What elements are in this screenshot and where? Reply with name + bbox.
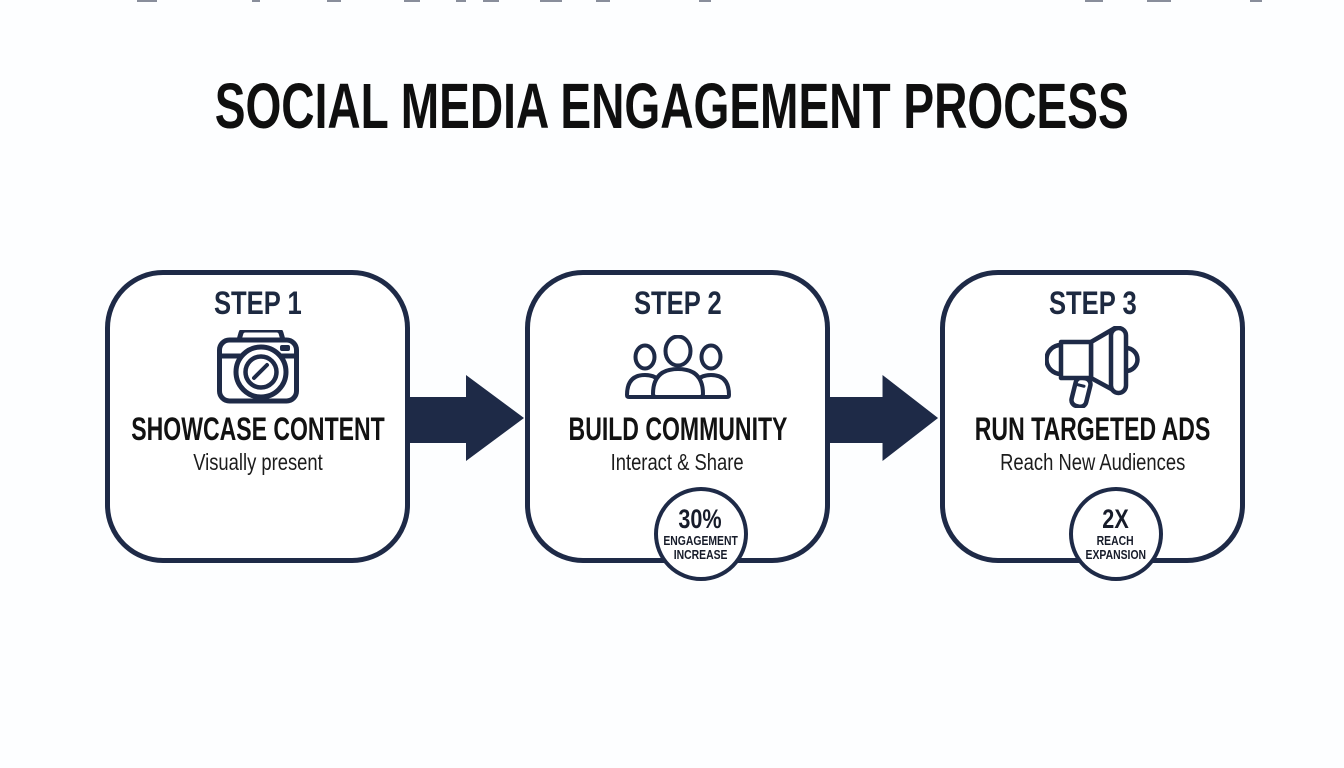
camera-icon [216, 323, 299, 411]
badge-line: REACH [1096, 532, 1134, 548]
badge-value: 2X [1102, 504, 1129, 535]
step-3-subheading: Reach New Audiences [999, 448, 1186, 475]
badge-line: INCREASE [673, 547, 728, 563]
engagement-metric-badge: 30% ENGAGEMENT INCREASE [653, 487, 748, 581]
step-1-label: STEP 1 [213, 285, 302, 321]
arrow-right-icon [408, 375, 524, 461]
page-title: SOCIAL MEDIA ENGAGEMENT PROCESS [214, 70, 1130, 142]
step-card-1: STEP 1 SHOWCASE CONTENT Visually present [105, 270, 410, 563]
step-card-2: STEP 2 BUILD COMMUNITY Interact & Share … [525, 270, 830, 581]
step-3-heading: RUN TARGETED ADS [974, 410, 1211, 447]
step-3-label: STEP 3 [1048, 285, 1137, 321]
badge-line: ENGAGEMENT [663, 532, 738, 548]
megaphone-icon [1045, 323, 1140, 411]
badge-value: 30% [678, 504, 723, 535]
step-2-heading: BUILD COMMUNITY [568, 410, 787, 447]
step-card-3: STEP 3 RUN TARGETED ADS Reach New Audien… [940, 270, 1245, 581]
step-2-label: STEP 2 [633, 285, 722, 321]
badge-line: EXPANSION [1085, 547, 1146, 563]
reach-metric-badge: 2X REACH EXPANSION [1068, 487, 1163, 581]
step-1-subheading: Visually present [192, 448, 323, 475]
step-2-subheading: Interact & Share [611, 448, 744, 475]
step-1-heading: SHOWCASE CONTENT [130, 410, 385, 447]
community-icon [623, 323, 733, 411]
arrow-right-icon [827, 375, 939, 461]
